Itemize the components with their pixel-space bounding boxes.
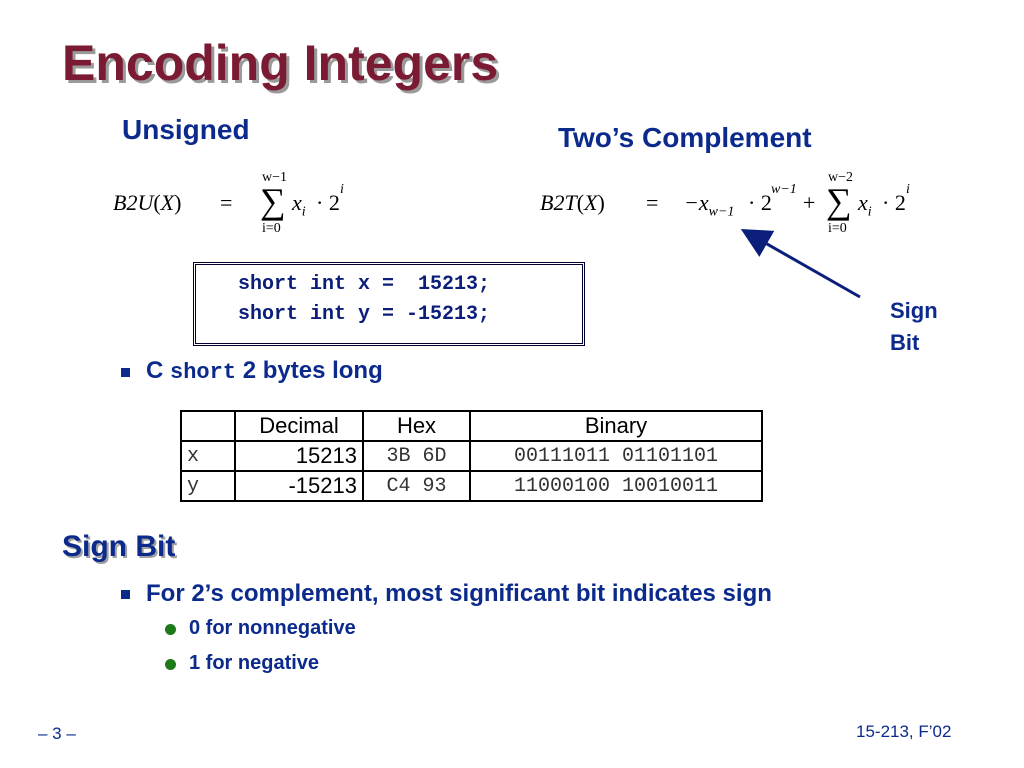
b2t-equals: = [646,190,659,215]
table-row: x 15213 3B 6D 00111011 01101101 [180,440,763,472]
b2t-neg-dot: · 2 [748,190,772,215]
table-cell-hex: 3B 6D [362,440,471,472]
b2t-neg-exponent: w−1 [771,182,797,197]
table-header-row: Decimal Hex Binary [180,410,763,442]
sign-bit-heading: Sign Bit [62,530,176,563]
b2t-plus: + [803,190,816,215]
bullet-square-icon [121,368,130,377]
bullet-c-short: C short 2 bytes long [146,357,383,385]
encoding-table: Decimal Hex Binary x 15213 3B 6D 0011101… [180,410,763,502]
table-header-cell: Hex [362,410,471,442]
b2u-exponent: i [340,182,344,197]
table-header-cell [180,410,236,442]
b2t-sum-bottom: i=0 [828,221,847,236]
table-cell-var: y [180,470,236,502]
footer-course: 15-213, F’02 [856,722,952,741]
b2u-sum-top: w−1 [262,170,288,185]
table-cell-hex: C4 93 [362,470,471,502]
b2u-sum-bottom: i=0 [262,221,281,236]
b2t-exponent: i [906,182,910,197]
b2u-dot: · 2 [316,190,340,215]
footer-page-number: – 3 – [38,724,76,743]
sub-bullet-nonnegative: 0 for nonnegative [189,617,356,639]
b2t-dot: · 2 [882,190,906,215]
b2t-formula: B2T(X) [540,190,605,215]
slide-title: Encoding Integers [62,35,499,91]
sign-bit-label-1: Sign [890,298,938,323]
table-cell-var: x [180,440,236,472]
table-header-cell: Binary [469,410,763,442]
bullet-dot-icon [165,659,176,670]
table-cell-binary: 11000100 10010011 [469,470,763,502]
b2t-sum-top: w−2 [828,170,854,185]
code-line-x: short int x = 15213; [238,273,491,296]
table-cell-binary: 00111011 01101101 [469,440,763,472]
b2t-neg-term: −xw−1 [684,190,735,220]
bullet-sign-text: For 2’s complement, most significant bit… [146,580,772,607]
b2u-formula: B2U(X) [113,190,182,215]
bullet-dot-icon [165,624,176,635]
b2t-sum-symbol: ∑ [826,181,852,221]
table-cell-decimal: -15213 [234,470,364,502]
table-row: y -15213 C4 93 11000100 10010011 [180,470,763,502]
table-cell-decimal: 15213 [234,440,364,472]
twos-complement-heading: Two’s Complement [558,122,812,153]
unsigned-heading: Unsigned [122,114,250,145]
bullet-square-icon [121,590,130,599]
table-header-cell: Decimal [234,410,364,442]
code-box: short int x = 15213; short int y = -1521… [193,262,585,346]
b2u-sum-symbol: ∑ [260,181,286,221]
code-line-y: short int y = -15213; [238,303,491,326]
b2u-term: xi [292,190,306,220]
sign-bit-label-2: Bit [890,330,920,355]
sub-bullet-negative: 1 for negative [189,652,320,674]
b2t-term: xi [858,190,872,220]
b2u-equals: = [220,190,233,215]
